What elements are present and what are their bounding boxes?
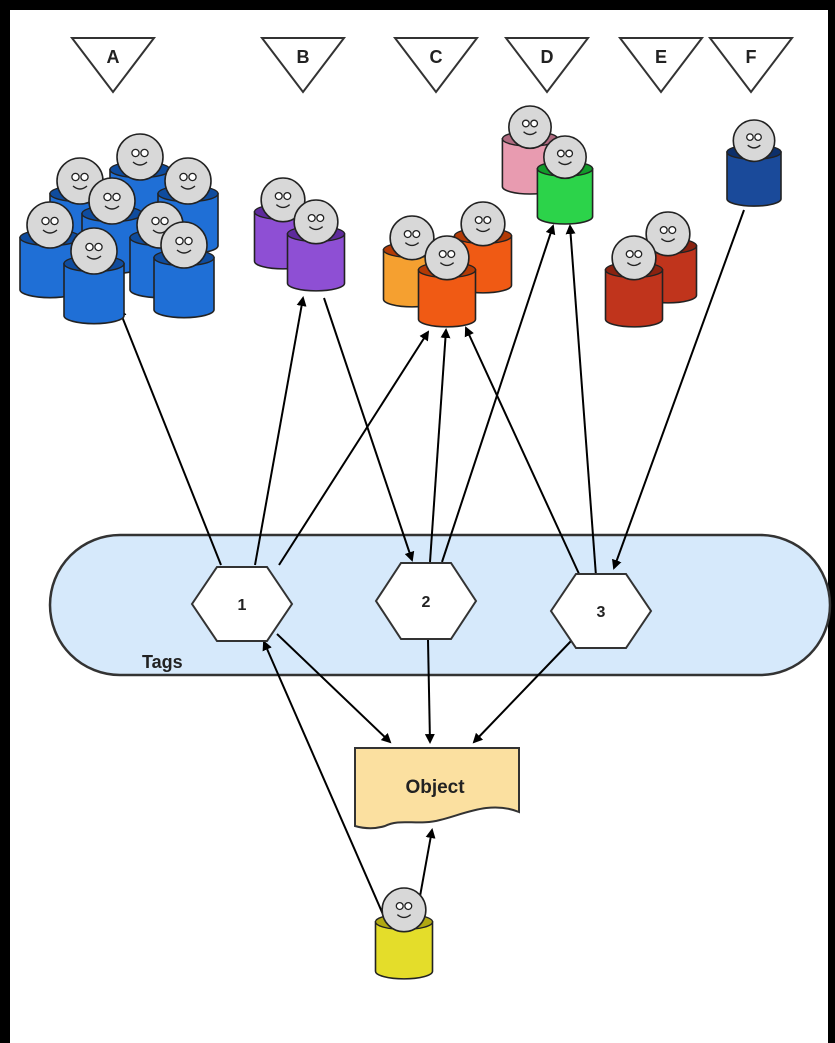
tag-3-label: 3 (597, 604, 606, 621)
user-person (374, 887, 434, 980)
group-c-people (382, 201, 513, 328)
group-marker-c: C (392, 37, 480, 94)
group-label-c: C (430, 47, 443, 67)
edge-tag2-group-d (441, 224, 556, 563)
tag-1-label: 1 (238, 597, 247, 614)
edge-group-b-tag2 (323, 297, 415, 562)
tag-2-label: 2 (422, 594, 431, 611)
group-b-person (286, 199, 346, 292)
edge-tag3-group-d (565, 224, 597, 577)
group-label-d: D (541, 47, 554, 67)
group-label-f: F (746, 47, 757, 67)
tag-hexagons: 1 2 3 (190, 562, 653, 649)
connections (117, 209, 745, 936)
edge-tag1-object (276, 633, 392, 744)
group-label-a: A (107, 47, 120, 67)
tag-1[interactable]: 1 (190, 566, 294, 642)
group-c-person (417, 235, 477, 328)
group-marker-f: F (707, 37, 795, 94)
group-markers: A B C D E F (69, 37, 795, 94)
tag-2[interactable]: 2 (374, 562, 478, 640)
group-e-person (604, 235, 664, 328)
group-label-b: B (297, 47, 310, 67)
edge-tag1-group-c (278, 330, 430, 566)
group-e-people (604, 211, 698, 328)
group-f-person (726, 119, 782, 207)
edge-tag3-group-c (464, 326, 581, 577)
group-f-people (726, 119, 782, 207)
group-label-e: E (655, 47, 667, 67)
edge-tag3-object (472, 639, 573, 744)
group-marker-e: E (617, 37, 705, 94)
group-d-people (501, 105, 594, 225)
group-a-people (19, 133, 219, 325)
edge-group-f-tag3 (612, 209, 745, 570)
group-a-person (153, 221, 215, 319)
group-marker-d: D (503, 37, 591, 94)
group-marker-b: B (259, 37, 347, 94)
group-a-person (63, 227, 125, 325)
edge-tag2-object (424, 639, 435, 744)
edge-tag1-group-b (254, 296, 307, 566)
group-b-people (253, 177, 346, 292)
edge-tag1-group-a (117, 307, 222, 566)
group-d-person (536, 135, 594, 225)
object-document[interactable]: Object (354, 747, 520, 830)
tags-container-label: Tags (142, 652, 183, 672)
object-label: Object (405, 777, 465, 798)
edge-tag2-group-c-left (429, 328, 451, 563)
tag-3[interactable]: 3 (549, 573, 653, 649)
edge-user-tag1 (262, 640, 393, 936)
tagging-user (374, 887, 434, 980)
group-marker-a: A (69, 37, 157, 94)
